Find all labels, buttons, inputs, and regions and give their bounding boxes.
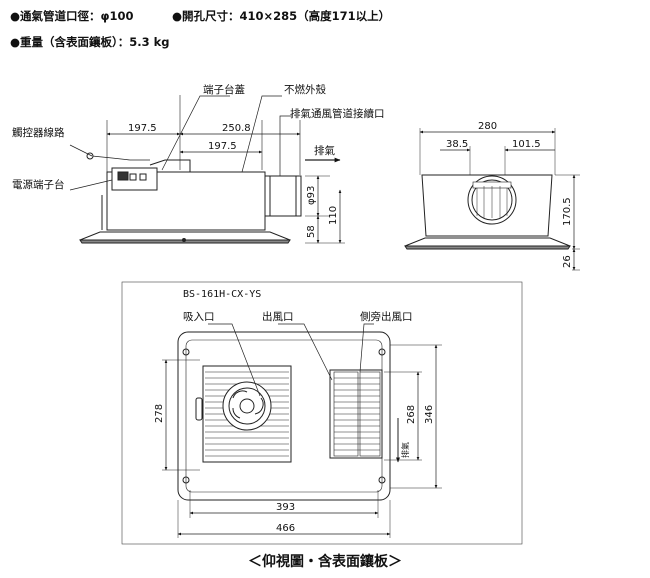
side-outlet-label: 側旁出風口 (360, 310, 413, 323)
dim-280: 280 (478, 121, 497, 132)
bottom-view-labels: BS-161H-CX-YS 吸入口 出風口 側旁出風口 278 268 346 … (154, 289, 435, 534)
dim-170-5: 170.5 (562, 197, 573, 226)
opening-size-spec: ●開孔尺寸：410×285（高度171以上） (172, 9, 391, 23)
dim-346: 346 (424, 405, 435, 424)
fan-wheel (222, 381, 272, 431)
model-number: BS-161H-CX-YS (183, 289, 261, 300)
bottom-view-caption: ＜仰視圖・含表面鑲板＞ (248, 554, 402, 570)
dim-466: 466 (276, 523, 295, 534)
dim-26: 26 (562, 255, 573, 268)
dim-393: 393 (276, 502, 295, 513)
dim-110: 110 (328, 206, 339, 225)
dim-38-5: 38.5 (446, 139, 468, 150)
terminal-cover-label: 端子台蓋 (203, 83, 245, 96)
duct-connector (264, 175, 302, 217)
intake-label: 吸入口 (183, 311, 215, 323)
exhaust-duct-connector-label: 排氣通風管道接續口 (290, 107, 385, 120)
bottom-exhaust-label: 排氣 (400, 442, 410, 458)
duct-diameter-spec: ●通氣管道口徑：φ100 (10, 9, 134, 23)
side-view-labels: 端子台蓋 不燃外殼 排氣通風管道接續口 觸控器線路 電源端子台 排氣 197.5… (12, 83, 385, 238)
side-view (69, 95, 345, 244)
dim-250-8: 250.8 (222, 123, 251, 134)
nonflammable-shell-label: 不燃外殼 (284, 83, 326, 96)
weight-spec: ●重量（含表面鑲板）：5.3 kg (10, 35, 170, 49)
controller-wire-label: 觸控器線路 (12, 126, 65, 139)
dim-268: 268 (406, 405, 417, 424)
dim-phi93: φ93 (306, 186, 317, 205)
dim-58: 58 (306, 225, 317, 238)
exhaust-label: 排氣 (314, 144, 335, 157)
dim-278: 278 (154, 404, 165, 423)
power-terminal-label: 電源端子台 (12, 178, 65, 191)
front-panel (404, 237, 571, 247)
front-view (404, 128, 580, 271)
bottom-view-frame (121, 281, 523, 545)
dim-197-5-left: 197.5 (128, 123, 157, 134)
bottom-view (162, 323, 442, 538)
outlet-label: 出風口 (262, 310, 294, 323)
dim-101-5: 101.5 (512, 139, 541, 150)
dim-197-5-right: 197.5 (208, 141, 237, 152)
front-view-labels: 280 38.5 101.5 170.5 26 (446, 121, 573, 268)
